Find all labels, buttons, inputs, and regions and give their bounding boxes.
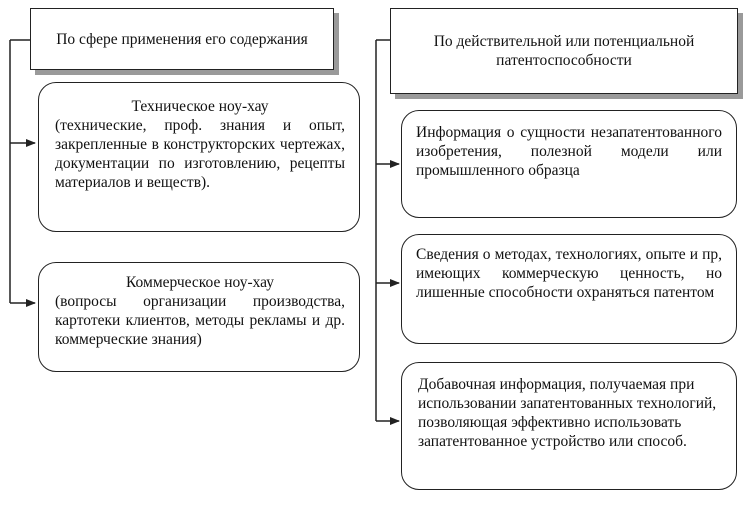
technical-knowhow-title: Техническое ноу-хау xyxy=(131,98,269,115)
unpatented-invention-info-box: Информация о сущности незапатентованного… xyxy=(401,110,737,218)
additional-info-box: Добавочная информация, получаемая при ис… xyxy=(401,362,737,490)
left-column-header: По сфере применения его содержания xyxy=(30,8,334,70)
commercial-methods-info-text: Сведения о методах, технологиях, опыте и… xyxy=(416,246,722,301)
commercial-knowhow-description: (вопросы организации производства, карто… xyxy=(55,293,345,348)
left-column-header-text: По сфере применения его содержания xyxy=(56,30,308,48)
technical-knowhow-description: (технические, проф. знания и опыт, закре… xyxy=(55,117,345,191)
technical-knowhow-box: Техническое ноу-хау (технические, проф. … xyxy=(38,82,360,232)
commercial-knowhow-box: Коммерческое ноу-хау (вопросы организаци… xyxy=(38,262,360,372)
commercial-knowhow-title: Коммерческое ноу-хау xyxy=(125,274,274,291)
additional-info-text: Добавочная информация, получаемая при ис… xyxy=(418,376,717,450)
right-column-header: По действительной или потенциальной пате… xyxy=(390,8,738,94)
commercial-methods-info-box: Сведения о методах, технологиях, опыте и… xyxy=(401,234,737,344)
right-column-header-text: По действительной или потенциальной пате… xyxy=(433,33,695,69)
unpatented-invention-info-text: Информация о сущности незапатентованного… xyxy=(416,124,722,179)
